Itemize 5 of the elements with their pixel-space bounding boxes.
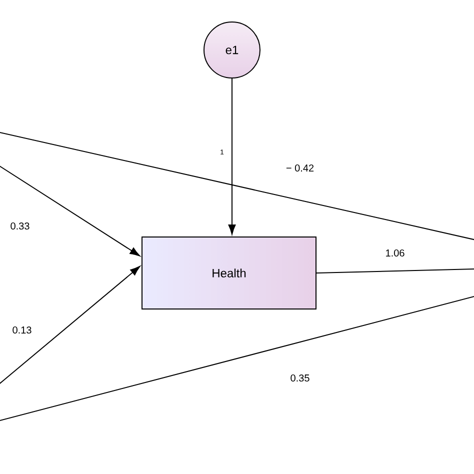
arrow bbox=[228, 78, 236, 235]
path-line bbox=[316, 268, 474, 274]
arrow bbox=[0, 266, 140, 386]
arrow bbox=[0, 164, 140, 256]
variable-box: Health bbox=[142, 236, 316, 310]
